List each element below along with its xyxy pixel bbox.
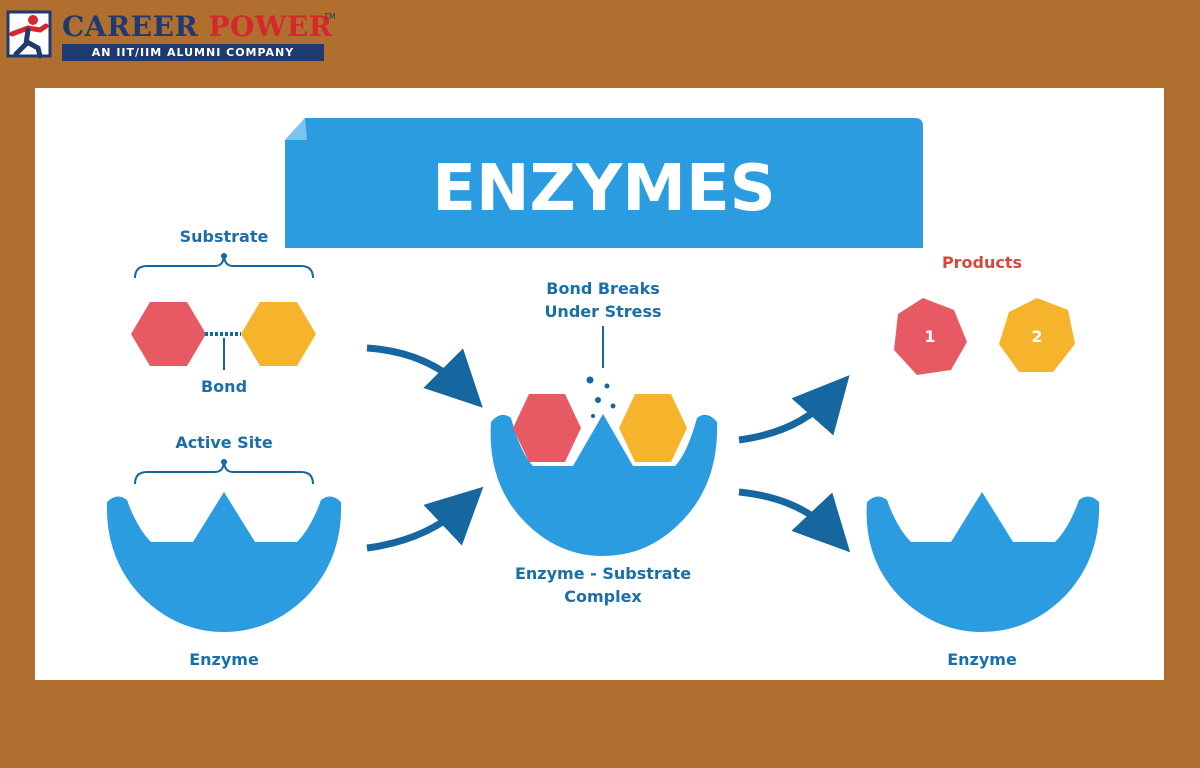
product-2-hexagon (999, 298, 1075, 372)
diagram-title: ENZYMES (432, 152, 776, 226)
substrate-yellow-hexagon (241, 302, 316, 366)
substrate-group: Substrate Bond (131, 227, 316, 396)
enzyme-diagram: ENZYMES Substrate Bond Active Site Enzym… (106, 118, 1100, 669)
substrate-red-hexagon (131, 302, 206, 366)
title-banner: ENZYMES (285, 118, 923, 248)
runner-logo-icon (6, 10, 52, 59)
enzyme-right-label: Enzyme (947, 650, 1017, 669)
complex-label-line2: Complex (564, 587, 642, 606)
active-site-label: Active Site (175, 433, 273, 452)
arrow-complex-to-enzyme (738, 488, 851, 553)
career-power-logo: CAREER POWER TM AN IIT/IIM ALUMNI COMPAN… (6, 8, 336, 66)
arrow-complex-to-products (738, 375, 850, 444)
bond-label: Bond (201, 377, 247, 396)
products-group: Products 1 2 (894, 253, 1075, 375)
product-2-number: 2 (1031, 327, 1042, 346)
enzyme-right-group: Enzyme (866, 492, 1100, 669)
enzyme-left-group: Active Site Enzyme (106, 433, 342, 669)
enzyme-diagram-panel: ENZYMES Substrate Bond Active Site Enzym… (35, 88, 1164, 680)
bond-breaks-line1: Bond Breaks (546, 279, 660, 298)
arrow-enzyme-to-complex (366, 486, 484, 552)
product-1-number: 1 (924, 327, 935, 346)
complex-red-hexagon (513, 394, 581, 462)
arrow-substrate-to-complex (366, 344, 483, 408)
logo-word-power: POWER (208, 10, 333, 43)
substrate-label: Substrate (180, 227, 269, 246)
enzyme-left-label: Enzyme (189, 650, 259, 669)
product-1-hexagon (894, 298, 967, 375)
logo-tagline: AN IIT/IIM ALUMNI COMPANY (62, 44, 324, 61)
complex-group: Bond Breaks Under Stress Enzyme - Substr… (490, 279, 718, 606)
complex-label-line1: Enzyme - Substrate (515, 564, 691, 583)
bond-fragments (586, 376, 616, 418)
enzyme-right-shape (866, 492, 1100, 632)
products-label: Products (942, 253, 1022, 272)
complex-yellow-hexagon (619, 394, 687, 462)
logo-word-career: CAREER (62, 10, 199, 43)
complex-enzyme-shape (490, 414, 718, 556)
logo-wordmark: CAREER POWER (62, 10, 333, 44)
enzyme-left-shape (106, 492, 342, 632)
logo-trademark: TM (324, 12, 336, 21)
bond-breaks-line2: Under Stress (544, 302, 661, 321)
